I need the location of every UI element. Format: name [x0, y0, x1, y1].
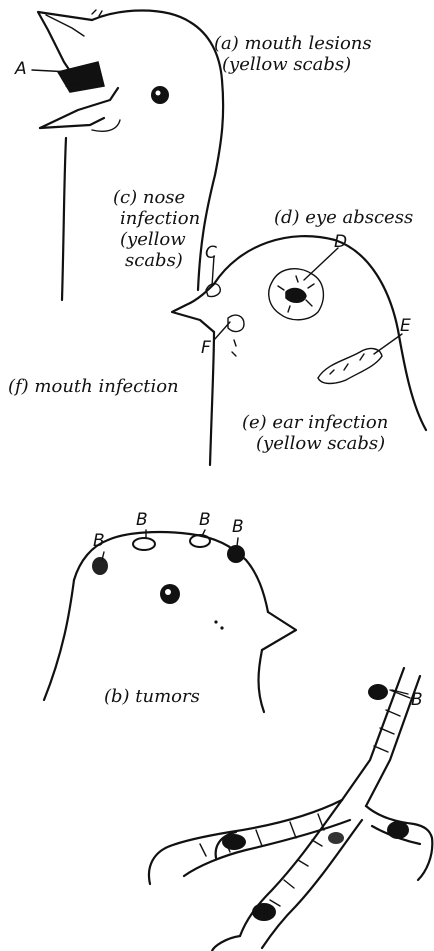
marker-b2: B	[136, 510, 148, 530]
label-ear-infection-line2: (yellow scabs)	[242, 433, 388, 454]
marker-b5: B	[411, 690, 423, 710]
label-nose-infection-line2: infection	[113, 208, 200, 229]
label-ear-infection: (e) ear infection (yellow scabs)	[242, 412, 388, 454]
label-ear-infection-line1: (e) ear infection	[242, 412, 388, 433]
label-mouth-infection: (f) mouth infection	[8, 376, 179, 397]
label-nose-infection: (c) nose infection (yellow scabs)	[113, 187, 200, 271]
label-nose-infection-line1: (c) nose	[113, 187, 200, 208]
marker-e: E	[400, 316, 411, 336]
marker-b1: B	[93, 531, 105, 551]
marker-f: F	[201, 338, 211, 358]
label-mouth-lesions: (a) mouth lesions (yellow scabs)	[214, 33, 372, 75]
bird-head-tumors-icon	[44, 530, 296, 712]
marker-b3: B	[199, 510, 211, 530]
label-tumors: (b) tumors	[104, 686, 200, 707]
marker-b4: B	[232, 517, 244, 537]
label-mouth-lesions-line1: (a) mouth lesions	[214, 33, 372, 54]
label-nose-infection-line4: scabs)	[113, 250, 200, 271]
marker-c: C	[205, 243, 217, 263]
marker-a: A	[15, 59, 27, 79]
label-mouth-lesions-line2: (yellow scabs)	[214, 54, 372, 75]
bird-foot-tumors-icon	[149, 668, 432, 951]
label-nose-infection-line3: (yellow	[113, 229, 200, 250]
label-eye-abscess: (d) eye abscess	[274, 207, 413, 228]
marker-d: D	[334, 232, 347, 252]
